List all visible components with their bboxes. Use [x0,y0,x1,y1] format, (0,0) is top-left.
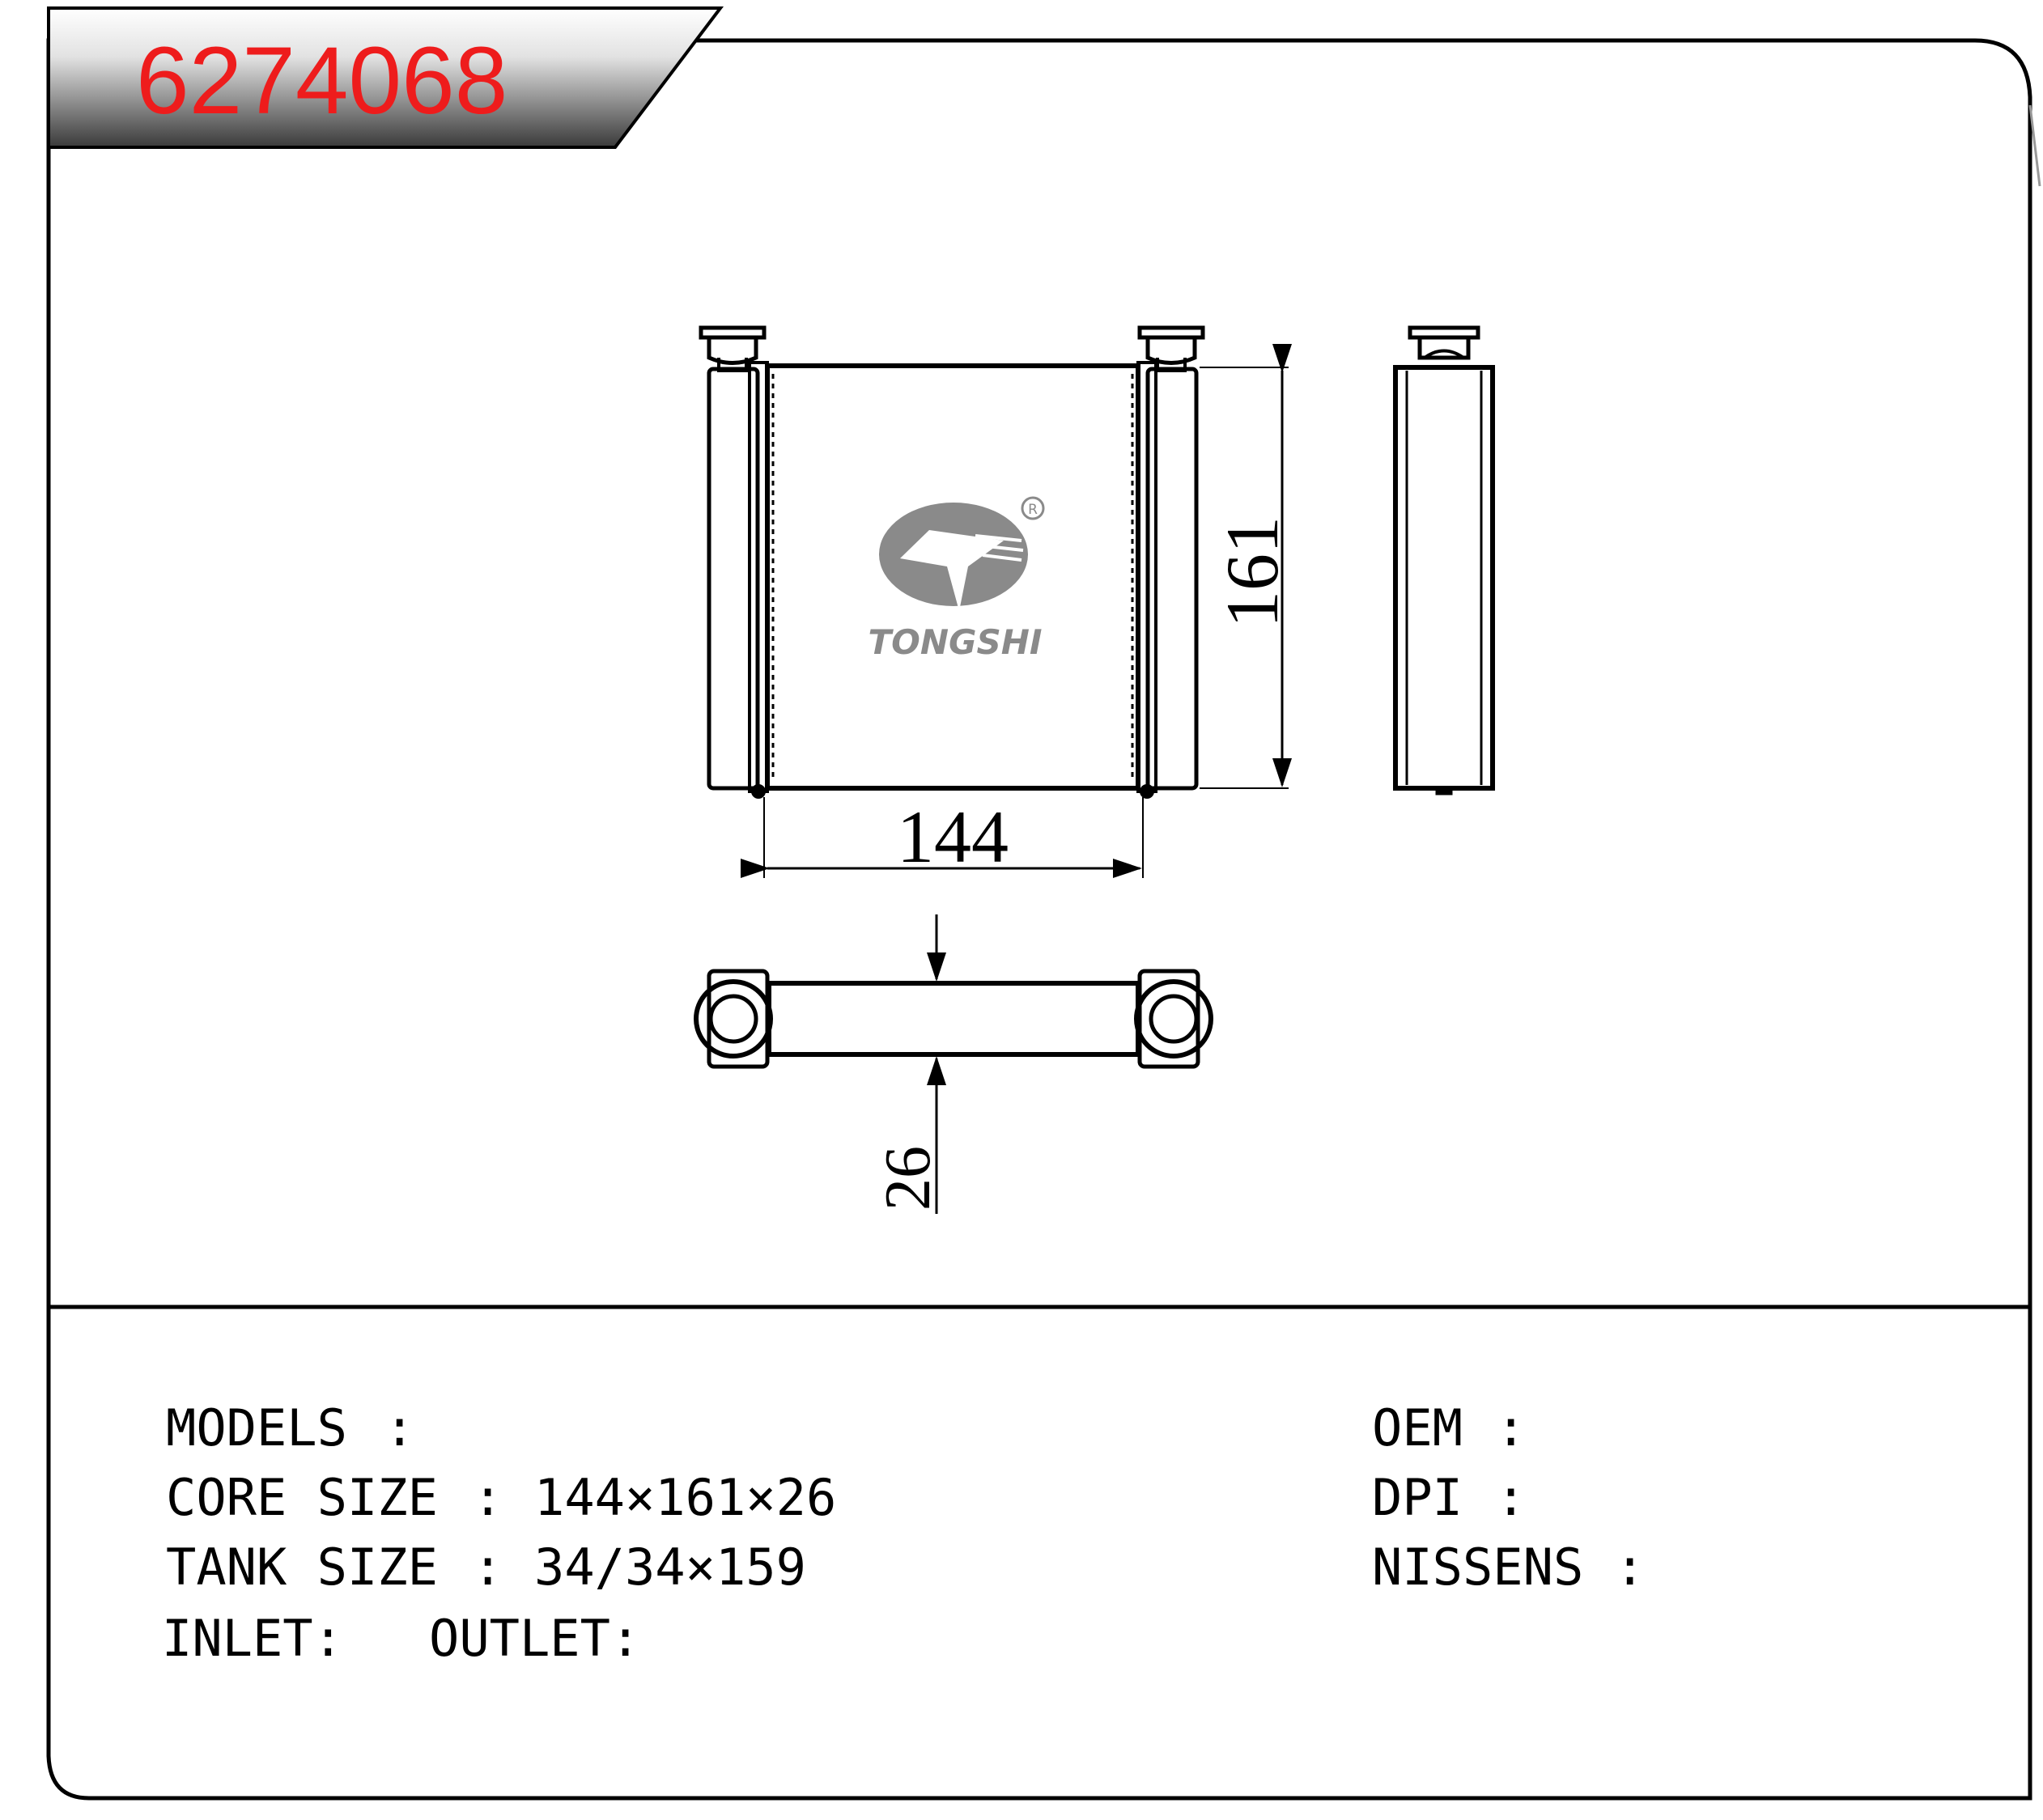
spec-label-outlet: OUTLET: [429,1609,640,1668]
spec-value-tank-size: 34/34×159 [534,1538,806,1597]
sheet-frame [46,38,2032,1801]
header-tab: 6274068 [47,6,724,149]
side-view [1393,325,1495,795]
spec-label-tank-size: TANK SIZE [166,1538,438,1597]
width-value: 144 [897,795,1009,878]
spec-sep-core-size: : [473,1468,503,1527]
spec-panel: MODELS : CORE SIZE : 144×161×26 TANK SIZ… [162,1398,1645,1668]
height-dimension [1200,344,1292,789]
brand-name: TONGSHI [868,622,1042,662]
spec-sep-models: : [384,1398,414,1457]
spec-label-inlet: INLET: [162,1609,343,1668]
spec-sep-dpi: : [1496,1468,1526,1527]
spec-label-nissens: NISSENS [1372,1538,1583,1597]
top-view [694,969,1213,1069]
heater-core [765,363,1140,791]
depth-value: 26 [873,1146,944,1211]
part-number: 6274068 [136,28,508,134]
frame-edge-accent [2028,104,2041,187]
spec-sep-nissens: : [1615,1538,1645,1597]
spec-label-models: MODELS [166,1398,347,1457]
pipe-cap-left [699,325,767,372]
spec-label-core-size: CORE SIZE [166,1468,438,1527]
height-value: 161 [1211,516,1293,628]
spec-sep-oem: : [1496,1398,1526,1457]
registered-mark-icon [1021,496,1045,520]
brand-logo: R TONGSHI [868,496,1045,662]
pipe-cap-right [1137,325,1205,372]
registered-mark: R [1028,502,1038,518]
spec-label-oem: OEM [1372,1398,1463,1457]
right-tank [1145,367,1199,791]
spec-label-dpi: DPI [1372,1468,1463,1527]
spec-value-core-size: 144×161×26 [534,1468,836,1527]
spec-sep-tank-size: : [473,1538,503,1597]
front-view [699,325,1205,799]
width-dimension [741,797,1144,878]
left-tank [707,367,760,791]
